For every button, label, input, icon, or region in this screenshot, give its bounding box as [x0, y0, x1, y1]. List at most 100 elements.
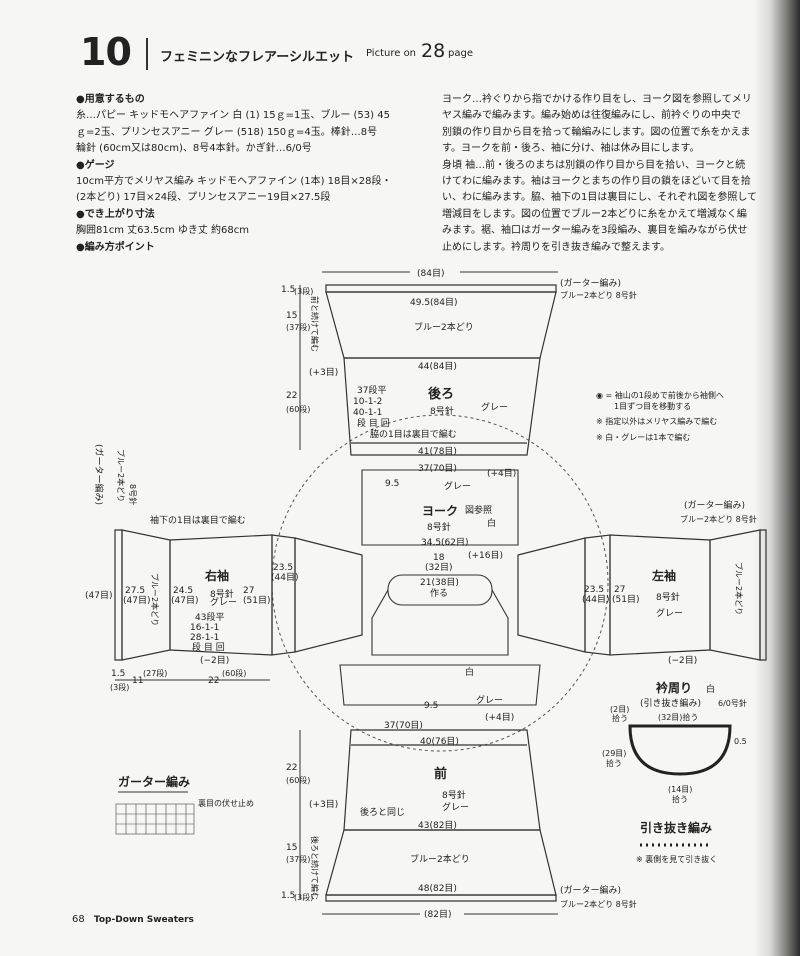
- right-sleeve-needle: 8号針: [210, 588, 234, 600]
- left-sleeve-width-2: 27: [614, 585, 625, 595]
- right-sleeve-width-2: 24.5: [173, 586, 193, 596]
- front-width-2: 40(76目): [420, 736, 459, 747]
- instruction-line: みます。裾、袖口はガーター編みを3段編み、裏目を編みながら伏せ: [442, 225, 748, 237]
- left-sleeve-minus: (−2目): [668, 655, 697, 666]
- back-decrease-line: 段 目 回: [357, 417, 390, 429]
- front-width-3: 43(82目): [418, 820, 457, 831]
- front-dim-7: 1.5: [281, 891, 295, 901]
- front-hem-label: ブルー2本どり: [410, 853, 470, 865]
- back-dim-2b: (37段): [286, 322, 310, 332]
- gauge-line: 10cm平方でメリヤス編み キッドモヘアファイン (1本) 18目×28段・: [76, 176, 392, 188]
- yoke-width-4: 9.5: [385, 479, 399, 489]
- right-sleeve-hem-v: ブルー2本どり: [150, 573, 160, 626]
- right-sleeve-dec: 16-1-1: [190, 623, 219, 633]
- right-sleeve-dec: 43段平: [195, 611, 224, 623]
- back-width-3: 41(78目): [418, 446, 457, 457]
- right-sleeve-edge: (47目): [85, 590, 112, 601]
- front-dim-6b: (37段): [286, 854, 310, 864]
- picture-on-label: Picture on: [366, 48, 417, 59]
- right-sleeve-dim-2: (3段): [110, 682, 129, 692]
- yoke-increase-right: (+4目): [487, 468, 516, 479]
- finished-size-heading: ●でき上がり寸法: [76, 208, 155, 220]
- right-sleeve-dim-6: (60段): [222, 668, 246, 678]
- back-dim-3b: (60段): [286, 404, 310, 414]
- book-spine-shadow: [754, 0, 800, 956]
- left-sleeve-label: 左袖: [651, 568, 676, 583]
- right-sleeve-dec: 28-1-1: [190, 633, 219, 643]
- yoke-piece: [339, 469, 541, 706]
- front-dim-5: 22: [286, 763, 297, 773]
- right-sleeve-width-1b: (47目): [123, 595, 150, 606]
- back-decrease-line: 10-1-2: [353, 397, 382, 407]
- page-number: 68: [72, 914, 85, 925]
- back-dim-3: 22: [286, 391, 297, 401]
- back-piece: [325, 284, 557, 456]
- instruction-line: 増減目をします。図の位置でブルー2本どりに糸をかえて増減なく編: [442, 208, 747, 220]
- neckband-pickup-2: (2目): [610, 705, 629, 714]
- right-sleeve-width-2b: (47目): [171, 595, 198, 606]
- front-label: 前: [434, 766, 447, 782]
- page-footer: 68 Top-Down Sweaters: [72, 914, 194, 925]
- legend-line: 1目ずつ目を移動する: [614, 401, 691, 411]
- slipstitch-title: 引き抜き編み: [640, 820, 712, 835]
- instruction-line: 止めにします。衿周りを引き抜き編みで整えます。: [442, 241, 670, 253]
- left-sleeve-width-2b: (51目): [612, 594, 639, 605]
- yoke-width-3: (32目): [425, 562, 452, 573]
- back-needle: 8号針: [430, 405, 454, 417]
- legend-line: ※ 指定以外はメリヤス編みで編む: [596, 416, 717, 426]
- right-sleeve-color: グレー: [210, 596, 237, 608]
- left-sleeve-width-1b: (44目): [582, 594, 609, 605]
- right-sleeve-width-4b: (51目): [243, 595, 270, 606]
- yoke-label: ヨーク: [422, 504, 458, 518]
- garter-chart-title: ガーター編み: [118, 774, 190, 789]
- right-sleeve-dec: 段 目 回: [192, 641, 225, 653]
- back-color: グレー: [481, 401, 508, 413]
- front-dim-7b: (3段): [294, 892, 313, 902]
- left-sleeve-color: グレー: [656, 607, 683, 619]
- right-sleeve-width-3: 23.5: [273, 563, 293, 573]
- instruction-line: ヨーク…衿ぐりから指でかける作り目をし、ヨーク図を参照してメリ: [442, 94, 752, 105]
- neckband-pickup-1: (32目)拾う: [658, 712, 698, 722]
- back-continue-note: 前と続けて編む: [310, 296, 320, 352]
- right-sleeve-dim-1: 1.5: [111, 669, 125, 679]
- neckband-title: 衿周り: [656, 680, 692, 695]
- back-decrease-line: 40-1-1: [353, 408, 382, 418]
- back-garter-sub: ブルー2本どり 8号針: [560, 290, 637, 300]
- left-sleeve-hem-v: ブルー2本どり: [734, 562, 744, 615]
- yoke-white-front: 白: [465, 666, 474, 678]
- back-side-note: 脇の1目は裏目で編む: [370, 428, 457, 440]
- front-continue-note: 後ろと続けて編む: [310, 836, 320, 900]
- right-sleeve-minus: (−2目): [200, 655, 229, 666]
- front-bottom-width: (82目): [424, 909, 451, 920]
- left-sleeve-garter: (ガーター編み): [684, 499, 745, 511]
- right-sleeve-note: 袖下の1目は裏目で編む: [150, 514, 246, 526]
- neckband-pickup-2b: 拾う: [612, 713, 628, 723]
- instruction-line: い、わに編みます。脇、袖下の1目は裏目にし、それぞれ図を参照して: [442, 192, 758, 204]
- yoke-gray: グレー: [444, 480, 471, 492]
- instruction-line: けてわに編みます。袖はヨークとまちの作り目の鎖をほどいて目を拾: [442, 176, 751, 188]
- front-color: グレー: [442, 801, 469, 813]
- back-dim-1b: (3段): [294, 286, 313, 296]
- left-sleeve-width-1: 23.5: [584, 585, 604, 595]
- finished-size-line: 胸囲81cm 丈63.5cm ゆき丈 約68cm: [76, 225, 249, 237]
- knitting-points-heading: ●編み方ポイント: [76, 241, 155, 253]
- back-increase: (+3目): [309, 367, 338, 378]
- header-divider: [146, 38, 148, 70]
- right-sleeve-garter-v: (ガーター編み): [93, 444, 105, 505]
- front-same-note: 後ろと同じ: [360, 806, 405, 818]
- pattern-number: 10: [80, 30, 132, 74]
- neckband-pickup-3b: 拾う: [606, 758, 622, 768]
- neckband-pickup-4: (14目): [668, 785, 692, 794]
- right-sleeve-hem-v2: ブルー2本どり: [116, 449, 126, 502]
- legend-line: ◉ = 袖山の1段めで前後から袖側へ: [596, 390, 724, 400]
- right-sleeve-label: 右袖: [204, 568, 229, 583]
- yoke-ref: 図参照: [465, 504, 492, 516]
- yoke-width-1: 34.5(62目): [421, 537, 469, 548]
- back-width-4: 37(70目): [418, 463, 457, 474]
- gauge-heading: ●ゲージ: [76, 159, 115, 171]
- yoke-needle: 8号針: [427, 521, 451, 533]
- materials-heading: ●用意するもの: [76, 94, 145, 105]
- front-dim-5b: (60段): [286, 775, 310, 785]
- neckband-sub: (引き抜き編み): [640, 697, 701, 709]
- yoke-circle-outline: [271, 414, 609, 752]
